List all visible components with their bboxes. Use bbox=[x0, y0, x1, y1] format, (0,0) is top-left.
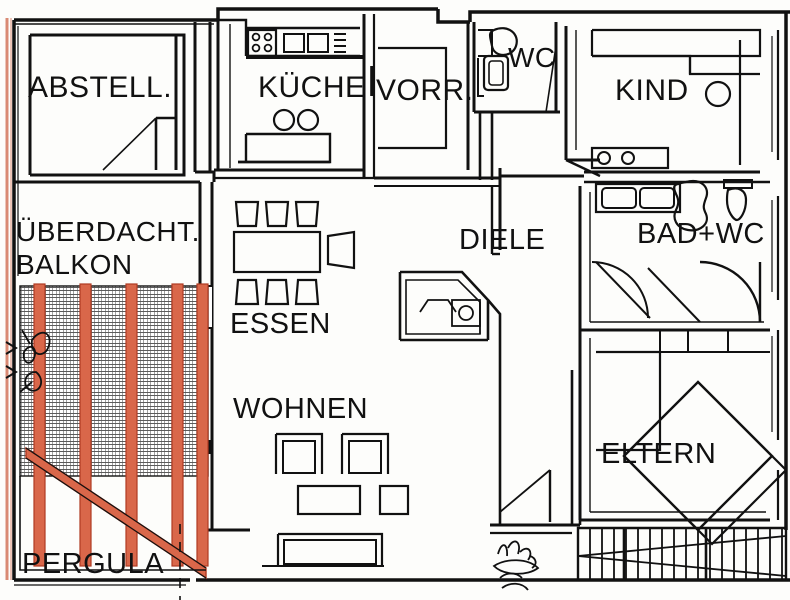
dining-furniture bbox=[232, 200, 356, 306]
living-furniture bbox=[262, 432, 410, 567]
door-bad-swing-1 bbox=[591, 261, 649, 319]
pergola-post-3 bbox=[125, 283, 138, 567]
pergola-posts bbox=[33, 283, 209, 567]
door-bad-swing-2 bbox=[699, 260, 762, 323]
bath-washbasin bbox=[673, 180, 709, 232]
label-eltern: ELTERN bbox=[601, 438, 716, 470]
stove bbox=[246, 28, 278, 58]
sink-bowl-2 bbox=[296, 108, 320, 132]
kitchen-lower-counter bbox=[238, 132, 332, 164]
diele-cabinet bbox=[451, 299, 481, 327]
vorr-closet bbox=[378, 46, 448, 150]
shower-tray bbox=[639, 187, 675, 209]
wall-diele-right bbox=[570, 366, 582, 525]
dining-chair-1 bbox=[234, 200, 260, 228]
side-table bbox=[378, 484, 410, 516]
wc-fixtures bbox=[477, 27, 518, 97]
pergola-post-2 bbox=[79, 283, 92, 567]
coffee-table bbox=[296, 484, 362, 516]
door-wc-swing bbox=[545, 45, 557, 113]
pergola-post-1 bbox=[33, 283, 46, 567]
label-vorr: VORR. bbox=[376, 74, 474, 107]
label-wc: WC bbox=[508, 42, 556, 73]
burner-2 bbox=[263, 32, 273, 42]
appliance-drawers bbox=[334, 33, 346, 53]
bathtub bbox=[601, 187, 637, 209]
dining-chair-4 bbox=[234, 278, 260, 306]
bath-toilet-cistern bbox=[723, 179, 753, 189]
pergola-post-4 bbox=[171, 283, 184, 567]
balcony-plant-sketch bbox=[19, 329, 51, 393]
pergola-area bbox=[5, 283, 209, 600]
dining-chair-3 bbox=[294, 200, 320, 228]
entrance-plant-sketch bbox=[492, 540, 540, 591]
burner-3 bbox=[251, 43, 261, 53]
wall-abstell bbox=[28, 33, 178, 177]
sofa-seat bbox=[283, 539, 377, 565]
kind-desk bbox=[590, 146, 670, 170]
sofa-outer bbox=[276, 532, 384, 566]
terrace-outline bbox=[576, 526, 788, 582]
railing-perspective-lines bbox=[577, 535, 787, 577]
interior-walls bbox=[14, 14, 770, 535]
appliance-dishwasher bbox=[307, 33, 329, 53]
room-labels: ABSTELL. KÜCHE VORR. WC KIND ÜBERDACHT. … bbox=[16, 42, 765, 580]
burner-4 bbox=[263, 43, 273, 53]
label-wohnen: WOHNEN bbox=[233, 393, 368, 425]
sink-bowl-1 bbox=[272, 108, 296, 132]
bathtub-surround bbox=[594, 182, 682, 214]
door-eltern-swing bbox=[499, 469, 551, 513]
label-pergula: PERGULA bbox=[22, 548, 164, 580]
armchair-2-outer bbox=[340, 432, 390, 474]
label-kind: KIND bbox=[615, 74, 689, 107]
bath-fixtures bbox=[590, 80, 753, 232]
wall-kind-left bbox=[564, 26, 600, 162]
terrace-railing bbox=[576, 526, 788, 582]
label-kueche: KÜCHE bbox=[258, 71, 366, 104]
eltern-wardrobe bbox=[596, 350, 662, 452]
bath-toilet bbox=[725, 187, 748, 222]
pergola-diagonal-beam bbox=[25, 446, 207, 580]
wc-washbasin bbox=[482, 54, 510, 92]
armchair-1-seat bbox=[282, 440, 316, 474]
label-diele: DIELE bbox=[459, 224, 545, 256]
dining-table bbox=[232, 230, 322, 274]
kind-wardrobe bbox=[592, 28, 762, 58]
kind-desk-circle-1 bbox=[597, 151, 611, 165]
kitchen-fixtures bbox=[218, 18, 364, 164]
pergola-post-5 bbox=[196, 283, 209, 567]
dining-chair-head bbox=[326, 230, 356, 270]
door-bad-leaf-1 bbox=[595, 261, 651, 319]
kind-desk-circle-2 bbox=[621, 151, 635, 165]
dining-chair-6 bbox=[294, 278, 320, 306]
dining-chair-2 bbox=[264, 200, 290, 228]
dining-chair-5 bbox=[264, 278, 290, 306]
wall-wc bbox=[472, 22, 560, 114]
label-badwc: BAD+WC bbox=[637, 218, 765, 250]
armchair-1-outer bbox=[274, 432, 324, 474]
burner-1 bbox=[251, 32, 261, 42]
label-ueberdacht: ÜBERDACHT. bbox=[16, 216, 200, 247]
label-balkon: BALKON bbox=[16, 249, 133, 280]
label-abstell: ABSTELL. bbox=[28, 71, 172, 104]
balcony-edge-marks bbox=[5, 341, 18, 379]
label-essen: ESSEN bbox=[230, 308, 331, 340]
outer-walls bbox=[5, 7, 790, 586]
door-bad-leaf-2 bbox=[647, 267, 701, 323]
kind-stool bbox=[704, 80, 732, 108]
door-abstell-swing bbox=[102, 117, 157, 171]
armchair-2-seat bbox=[348, 440, 382, 474]
diele-coat-hooks bbox=[419, 299, 457, 313]
wall-corridor-left bbox=[193, 22, 212, 172]
diele-wardrobe bbox=[398, 270, 490, 342]
diele-cabinet-knob bbox=[458, 305, 474, 321]
appliance-oven bbox=[283, 33, 305, 53]
